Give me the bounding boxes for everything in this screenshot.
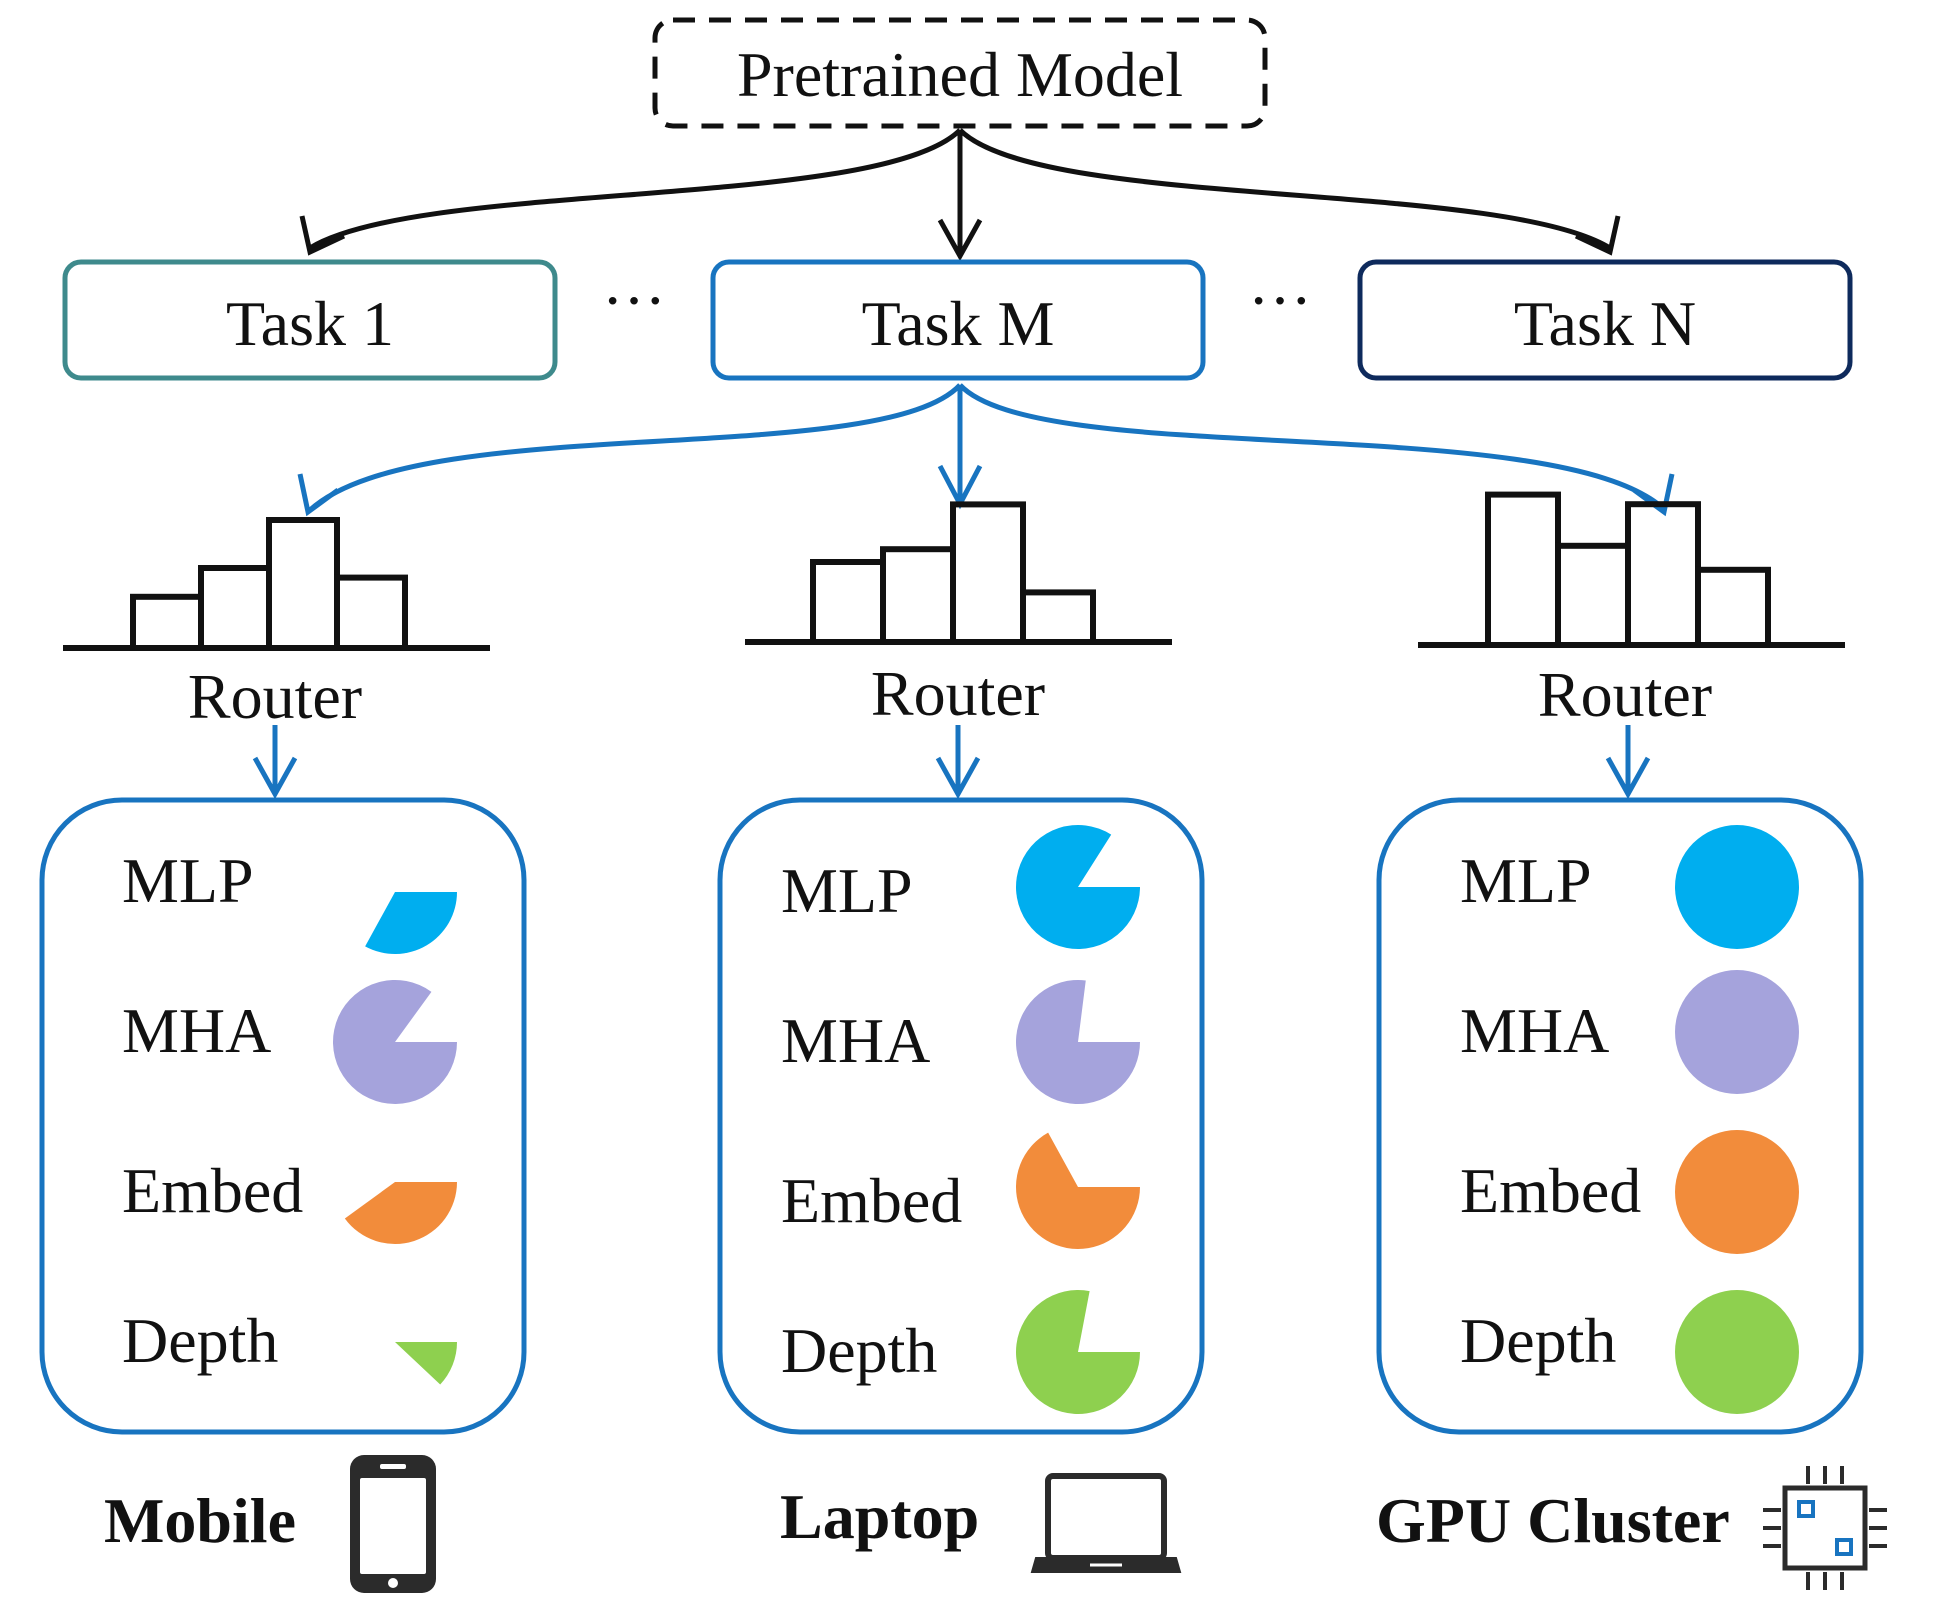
router-2-label: Router <box>871 658 1045 729</box>
usage-pie-depth <box>395 1342 457 1385</box>
usage-pie-mlp <box>365 892 457 954</box>
usage-pie-mha <box>333 980 457 1105</box>
pretrained-model-node: Pretrained Model <box>652 17 1268 129</box>
usage-pie-embed <box>1016 1132 1140 1250</box>
task-to-router-arrows <box>297 383 1675 517</box>
router-3-histogram <box>1485 491 1771 649</box>
device-mobile-label: Mobile <box>104 1485 296 1556</box>
arrowhead-router-3-box <box>1605 756 1651 800</box>
module-label-mha: MHA <box>781 1005 930 1076</box>
module-label-embed: Embed <box>122 1155 303 1226</box>
router-bar <box>1555 542 1631 648</box>
router-bar <box>1625 501 1701 649</box>
task-n-node: Task N <box>1357 259 1853 381</box>
arrow-to-task-1 <box>308 128 962 251</box>
arrowhead-router-1-box <box>252 756 298 800</box>
device-laptop-label: Laptop <box>780 1481 979 1552</box>
device-gpu-cluster: GPU Cluster <box>1376 1466 1887 1590</box>
device-mobile: Mobile <box>104 1455 436 1593</box>
root-to-task-arrows <box>299 128 1621 262</box>
router-1-label: Router <box>188 661 362 732</box>
arrowhead-router-3 <box>1632 473 1675 517</box>
usage-pie-embed <box>344 1182 457 1244</box>
module-label-embed: Embed <box>781 1165 962 1236</box>
router-3: Router <box>1418 491 1845 730</box>
task-n-label: Task N <box>1514 288 1696 359</box>
router-bar <box>1485 491 1561 648</box>
router-bar <box>1695 566 1771 648</box>
module-label-depth: Depth <box>781 1315 937 1386</box>
module-label-embed: Embed <box>1460 1155 1641 1226</box>
module-usage-pies-mobile <box>333 892 457 1385</box>
usage-pie-depth <box>1675 1290 1799 1414</box>
module-label-mha: MHA <box>1460 995 1609 1066</box>
arrowhead-task-m <box>937 218 983 262</box>
arrow-to-router-1 <box>308 383 962 512</box>
usage-pie-mlp <box>1015 824 1140 949</box>
usage-pie-mha <box>1675 970 1799 1094</box>
module-label-mlp: MLP <box>122 845 254 916</box>
arrowhead-task-n <box>1574 215 1621 256</box>
task-1-node: Task 1 <box>62 259 558 381</box>
router-1-histogram <box>130 517 408 651</box>
module-usage-pies-gpu-cluster <box>1675 825 1799 1414</box>
task-1-label: Task 1 <box>226 288 394 359</box>
module-label-depth: Depth <box>1460 1305 1616 1376</box>
device-gpu-cluster-label: GPU Cluster <box>1376 1485 1730 1556</box>
router-bar <box>950 501 1026 645</box>
module-label-mha: MHA <box>122 995 271 1066</box>
device-laptop: Laptop <box>780 1473 1182 1573</box>
ellipsis-left: ··· <box>602 265 666 336</box>
laptop-icon <box>1030 1473 1182 1573</box>
arrowhead-router-1 <box>297 473 340 517</box>
arrowhead-router-2-box <box>935 756 981 800</box>
router-bar <box>334 574 408 651</box>
router-2: Router <box>745 501 1172 729</box>
usage-pie-embed <box>1675 1130 1799 1254</box>
router-3-label: Router <box>1538 659 1712 730</box>
router-bar <box>810 559 886 645</box>
module-label-depth: Depth <box>122 1305 278 1376</box>
usage-pie-mlp <box>1675 825 1799 949</box>
arrowhead-task-1 <box>299 215 346 256</box>
module-box-mobile: MLP MHA Embed Depth <box>39 797 527 1435</box>
smartphone-icon <box>350 1455 436 1593</box>
router-bar <box>198 565 272 651</box>
module-box-gpu-cluster: MLP MHA Embed Depth <box>1376 797 1864 1435</box>
module-label-mlp: MLP <box>1460 845 1592 916</box>
router-bar <box>1020 589 1096 646</box>
ellipsis-right: ··· <box>1248 265 1312 336</box>
task-m-label: Task M <box>862 288 1055 359</box>
module-box-laptop: MLP MHA Embed Depth <box>717 797 1205 1435</box>
pretrained-model-label: Pretrained Model <box>737 39 1183 110</box>
arrow-to-router-3 <box>958 383 1667 512</box>
task-m-node: Task M <box>710 259 1206 381</box>
router-bar <box>266 517 340 651</box>
usage-pie-depth <box>1015 1290 1140 1415</box>
router-1: Router <box>63 517 490 732</box>
router-bar <box>130 593 204 651</box>
router-2-histogram <box>810 501 1096 646</box>
module-label-mlp: MLP <box>781 855 913 926</box>
gpu-chip-icon <box>1763 1466 1887 1590</box>
module-usage-pies-laptop <box>1015 824 1140 1415</box>
router-bar <box>880 546 956 646</box>
router-to-box-arrows <box>252 725 1651 800</box>
arrow-to-task-n <box>958 128 1612 251</box>
usage-pie-mha <box>1015 980 1140 1105</box>
